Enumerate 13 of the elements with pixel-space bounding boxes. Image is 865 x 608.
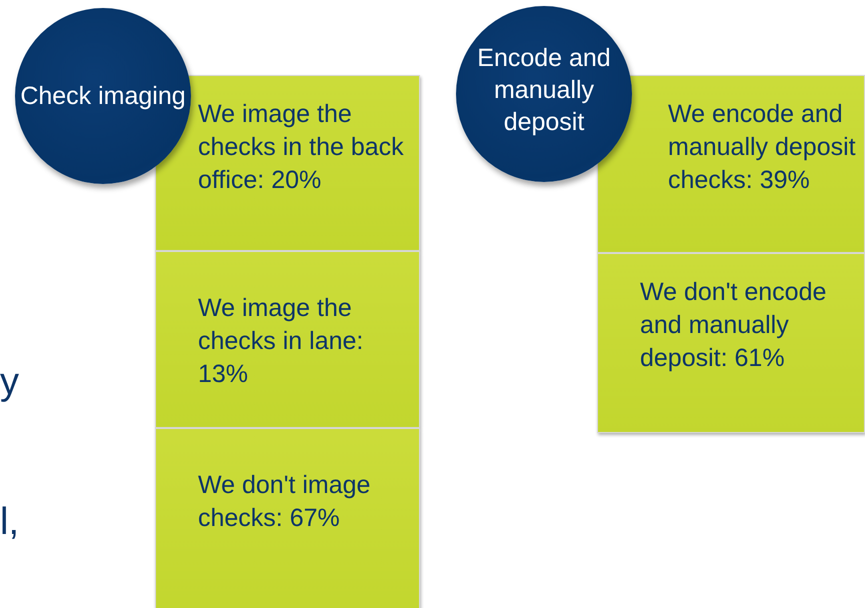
- answer-text: We don't image checks: 67%: [198, 470, 372, 534]
- answer-text: We image the checks in the back office: 20%: [198, 99, 405, 196]
- category-label: Encode and manually deposit: [476, 43, 612, 138]
- answer-box: [155, 428, 420, 608]
- text-fragment: l,: [0, 500, 19, 544]
- category-label: Check imaging: [20, 81, 186, 112]
- answer-box: [597, 75, 865, 253]
- answer-text: We image the checks in lane: 13%: [198, 293, 364, 390]
- answer-text: We encode and manually deposit checks: 39%: [668, 99, 857, 196]
- answer-box: [597, 253, 865, 433]
- text-fragment: y: [0, 360, 19, 404]
- answer-text: We don't encode and manually deposit: 61%: [640, 277, 828, 374]
- answer-box: [155, 251, 420, 428]
